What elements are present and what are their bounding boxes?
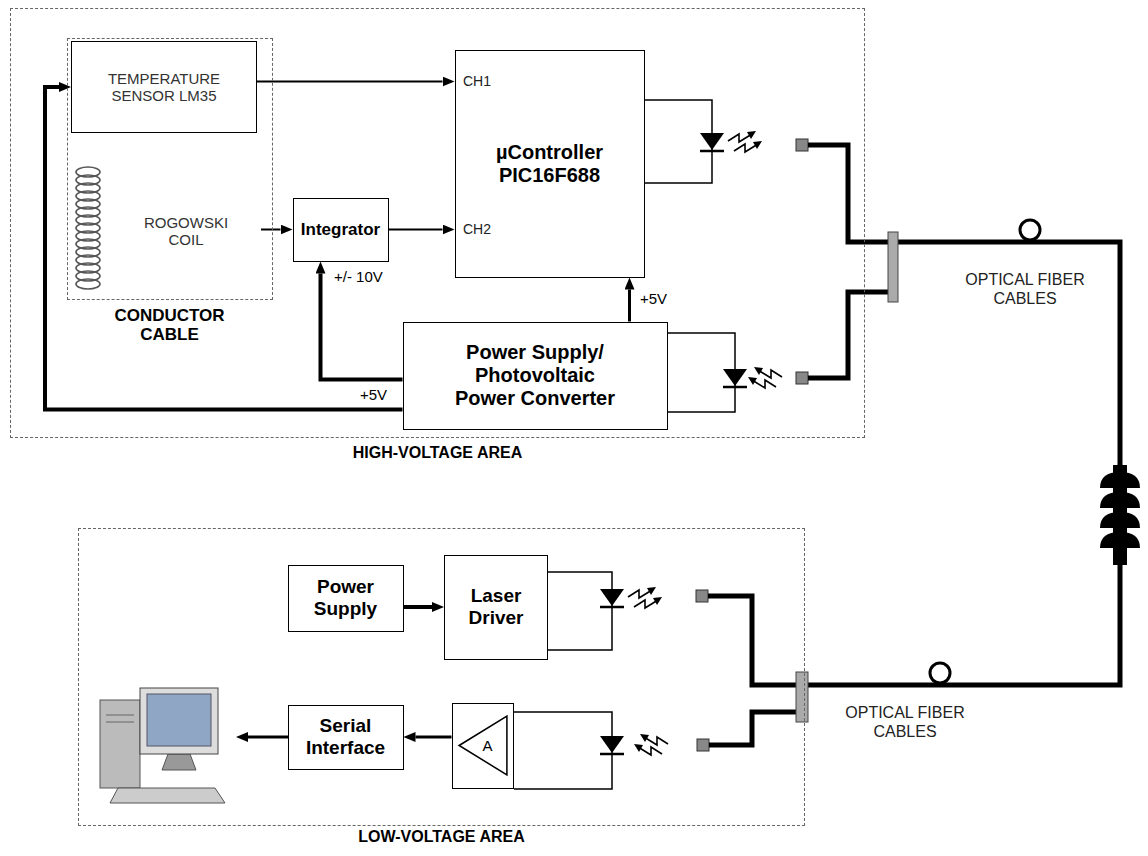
box-label: ROGOWSKI COIL: [131, 214, 241, 249]
photodiode-receiver: [668, 333, 808, 412]
heading-holder: CONDUCTOR CABLE: [68, 306, 272, 345]
connector-arrow: [404, 605, 433, 609]
voltage-label: +5V: [358, 386, 389, 404]
connector-arrow: [321, 274, 403, 380]
box-label: µController PIC16F688: [475, 141, 625, 187]
area-heading: HIGH-VOLTAGE AREA: [353, 444, 522, 462]
connector-arrow: [261, 229, 281, 231]
connector-arrow: [45, 87, 403, 410]
box-label: Integrator: [301, 220, 380, 240]
led-transmitter: [645, 100, 808, 183]
area-heading: CONDUCTOR CABLE: [110, 306, 230, 345]
fiber-label: OPTICAL FIBER CABLES: [840, 703, 970, 741]
coil-label: ROGOWSKI COIL: [111, 199, 261, 263]
power-converter-box: Power Supply/ Photovoltaic Power Convert…: [403, 322, 668, 430]
box-label: A: [482, 737, 492, 754]
channel-label: CH2: [463, 221, 491, 238]
process-box: Integrator: [293, 198, 389, 262]
laser-diode: [545, 572, 708, 650]
box-label: Serial Interface: [296, 715, 396, 759]
voltage-label: +5V: [638, 290, 669, 308]
box-label: Laser Driver: [452, 585, 540, 629]
optical-fiber: [708, 145, 1120, 745]
connector-arrow: [389, 229, 443, 231]
heading-holder: LOW-VOLTAGE AREA: [79, 828, 804, 846]
fiber-connector: [796, 672, 808, 722]
fiber-label: OPTICAL FIBER CABLES: [960, 270, 1090, 308]
fiber-loop: [930, 663, 950, 683]
connector-arrow: [257, 81, 443, 83]
channel-label: CH1: [463, 73, 491, 90]
fiber-loop: [1020, 220, 1040, 240]
process-box: Laser Driver: [444, 555, 548, 660]
voltage-label: +/- 10V: [332, 268, 385, 286]
output-arrow: [248, 736, 290, 739]
box-label: TEMPERATURE SENSOR LM35: [99, 70, 229, 105]
low-voltage-area: LOW-VOLTAGE AREAPower SupplyLaser Driver…: [78, 528, 805, 826]
fiber-connector: [888, 232, 898, 302]
sensor-box: TEMPERATURE SENSOR LM35: [71, 41, 257, 133]
amplifier-box: A: [452, 703, 514, 789]
connector-arrow: [416, 736, 452, 739]
process-box: Serial Interface: [288, 705, 404, 770]
photodiode-receiver: [514, 712, 709, 789]
connector-arrow: [628, 290, 631, 322]
insulator: [1100, 465, 1140, 565]
area-heading: LOW-VOLTAGE AREA: [358, 828, 524, 846]
process-box: Power Supply: [288, 565, 404, 632]
box-label: Power Supply/ Photovoltaic Power Convert…: [443, 341, 628, 410]
high-voltage-area: HIGH-VOLTAGE AREACONDUCTOR CABLETEMPERAT…: [10, 8, 865, 438]
computer-icon: [100, 688, 225, 803]
rogowski-coil: [76, 167, 100, 289]
heading-holder: HIGH-VOLTAGE AREA: [11, 444, 864, 462]
conductor-cable-group: CONDUCTOR CABLETEMPERATURE SENSOR LM35RO…: [67, 38, 273, 300]
box-label: Power Supply: [296, 576, 396, 620]
